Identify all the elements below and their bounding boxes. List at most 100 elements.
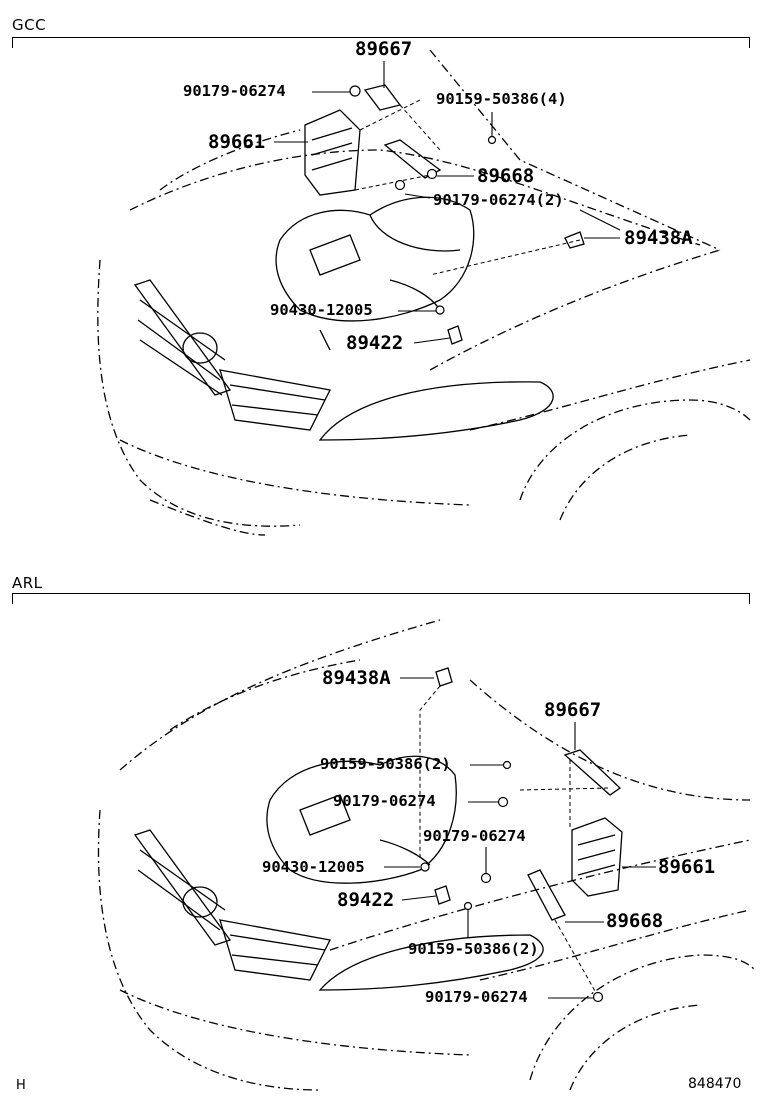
arl-bracket-89667 [563,749,622,796]
gcc-label-90179-06274-2: 90179-06274(2) [433,191,564,209]
gcc-ecu-ribs1 [311,127,353,141]
arl-label-89668: 89668 [606,910,664,932]
arl-sensor-89438a [435,667,453,687]
gcc-engine-intake [369,214,461,252]
arl-label-89438a: 89438A [322,667,391,689]
arl-emblem [182,886,218,918]
gcc-emblem [182,332,218,364]
section-arl: ARL [0,560,760,1112]
gcc-label-89668: 89668 [477,165,535,187]
gcc-grille-bar3 [139,339,223,396]
arl-label-90179-06274b: 90179-06274 [423,827,526,845]
arl-engine-detail1 [299,794,351,836]
gcc-grille-lower-bar1 [229,384,326,401]
gcc-sensor-89438a [564,231,585,249]
gcc-label-90179-06274: 90179-06274 [183,82,286,100]
arl-dash-89668 [554,919,601,1001]
arl-label-90179-06274a: 90179-06274 [333,792,436,810]
arl-label-90179-06274c: 90179-06274 [425,988,528,1006]
section-label-arl: ARL [12,574,43,592]
gcc-engine-base [319,329,331,351]
arl-bumper [119,989,471,1056]
arl-nut-90179a [497,796,509,808]
arl-ecu-box [571,817,623,897]
gcc-body-side [469,359,751,431]
arl-label-89422: 89422 [337,889,395,911]
gcc-dash-ecu-2 [354,174,431,191]
arl-ecu-ribs3 [577,864,616,876]
gcc-wheel-arch-inner [559,434,691,521]
arl-wheel-arch [529,954,756,1081]
gcc-bolt-90159 [487,135,497,145]
arl-ecu-ribs2 [577,849,616,861]
gcc-wheel-arch [519,399,751,501]
arl-grille-lower [219,919,331,981]
arl-sensor-89422 [434,885,451,905]
section-gcc: GCC [12,16,750,48]
gcc-nut-90179b [394,179,406,191]
gcc-label-89667: 89667 [355,38,413,60]
gcc-fender [97,259,301,527]
footer-diagram-number: 848470 [688,1076,742,1092]
arl-fender [97,809,321,1091]
section-rule-gcc [12,37,750,48]
arl-hood-edge [329,839,751,951]
gcc-dash-89438 [429,239,581,276]
arl-grille-bar1 [139,849,226,911]
arl-engine-detail2 [379,839,431,866]
gcc-leader-89422 [413,337,451,344]
gcc-grille-lower [219,369,331,431]
gcc-dash-ecu-1 [359,99,421,131]
gcc-bumper-lower [149,499,266,536]
arl-engine-outline [266,755,457,884]
arl-grille-outer [133,829,232,946]
arl-bolt-90159a [502,760,512,770]
gcc-sensor-89422 [447,325,463,345]
diagram-gcc [97,49,751,536]
arl-label-90159-50386-2b: 90159-50386(2) [408,940,539,958]
arl-label-90159-50386-2a: 90159-50386(2) [320,755,451,773]
footer-left-code: H [16,1078,26,1093]
gcc-hood-edge [429,249,721,371]
arl-label-89661: 89661 [658,856,716,878]
arl-bolt-90159b [463,901,473,911]
gcc-bumper [119,439,471,506]
gcc-leader-89438a-b [579,209,621,231]
arl-hood-line [119,619,441,771]
arl-ecu-ribs1 [577,834,616,846]
arl-nut-90179b [480,872,492,884]
gcc-nut-89668 [426,168,438,180]
gcc-nut-90179a [349,85,361,97]
gcc-cowl [159,129,301,191]
gcc-leader-90179-06274-2 [404,193,431,199]
arl-bolt-90430 [420,862,430,872]
gcc-engine-detail1 [309,234,361,276]
gcc-hood-line [129,149,701,246]
arl-grille-bar2 [137,869,221,931]
gcc-label-89661: 89661 [208,131,266,153]
arl-nut-90179c [592,991,604,1003]
arl-headlamp [318,934,544,991]
gcc-label-90430-12005: 90430-12005 [270,301,373,319]
arl-label-89667: 89667 [544,699,602,721]
arl-bracket-89668 [527,869,566,921]
arl-dash-89438 [419,685,441,860]
arl-grille-lower-bar2 [231,954,319,966]
arl-windshield [469,679,751,801]
arl-wheel-arch-inner [569,1004,701,1091]
gcc-grille-bar2 [137,319,221,381]
gcc-grille-bar1 [139,299,226,361]
arl-leader-89422 [401,895,437,901]
gcc-engine-outline [275,196,475,322]
gcc-bolt-90430 [435,305,445,315]
section-label-gcc: GCC [12,16,47,34]
arl-dash-ecu [519,787,611,791]
arl-cowl [169,659,361,731]
arl-grille-lower-bar1 [229,934,326,951]
gcc-dash-bracket [399,104,441,151]
gcc-ecu-ribs2 [311,142,353,156]
gcc-grille-lower-bar2 [231,404,319,416]
diagram-arl [97,619,756,1091]
gcc-windshield [429,49,721,251]
gcc-bracket-89668 [383,139,442,179]
